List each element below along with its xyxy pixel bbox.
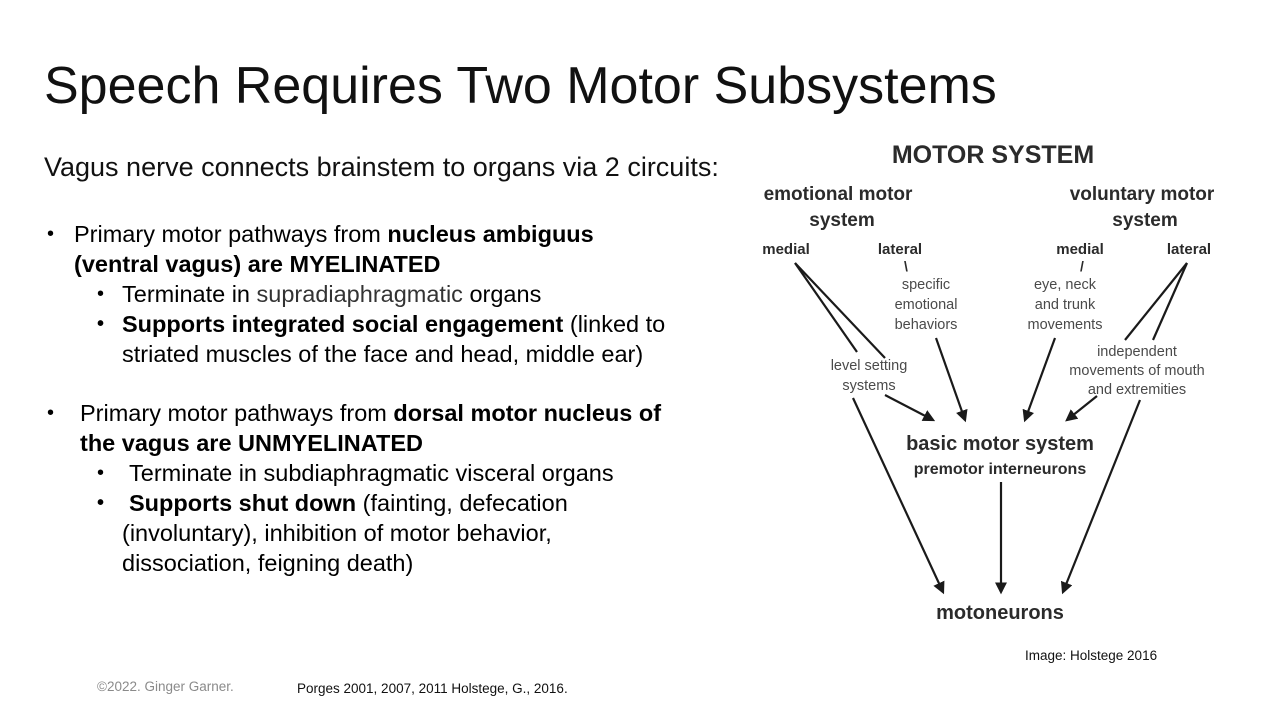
medial-right-label: medial (1056, 241, 1104, 258)
specific-to-basic-arrow (934, 337, 968, 423)
lateral-right-line-1 (1124, 262, 1188, 341)
point-2-sub-1: • Terminate in subdiaphragmatic visceral… (97, 458, 747, 488)
eye-neck-label-3: movements (1028, 317, 1103, 333)
level-setting-label-2: systems (842, 378, 895, 394)
independent-label-2: movements of mouth (1069, 363, 1204, 379)
basic-motor-system-label: basic motor system (906, 433, 1094, 455)
sub-post: organs (462, 281, 542, 307)
specific-label-2: emotional (895, 297, 958, 313)
sub-text: Terminate in subdiaphragmatic visceral o… (129, 460, 614, 486)
point-1-sub-1: • Terminate in supradiaphragmatic organs (97, 279, 747, 309)
intro-text: Vagus nerve connects brainstem to organs… (44, 152, 719, 182)
motoneurons-label: motoneurons (936, 602, 1064, 624)
eye-neck-label-1: eye, neck (1034, 277, 1097, 293)
sub-bold: Supports integrated social engagement (122, 311, 564, 337)
bullet-icon: • (97, 313, 105, 335)
level-to-basic-arrow (884, 394, 936, 422)
motor-system-diagram: MOTOR SYSTEM emotional motor system volu… (762, 141, 1215, 624)
sub-bold: Supports shut down (129, 490, 357, 516)
independent-label-3: and extremities (1088, 382, 1186, 398)
point-1: • Primary motor pathways from nucleus am… (47, 219, 747, 279)
specific-label-3: behaviors (895, 317, 958, 333)
premotor-interneurons-label: premotor interneurons (914, 461, 1087, 478)
diagram-title: MOTOR SYSTEM (892, 141, 1094, 169)
medial-left-line-1 (794, 262, 858, 353)
eye-neck-label-2: and trunk (1035, 297, 1096, 313)
emotional-system-label-2: system (809, 210, 875, 231)
point-2-bold-2: the vagus are UNMYELINATED (80, 430, 423, 456)
level-setting-arrow (852, 397, 945, 595)
voluntary-system-label-2: system (1112, 210, 1178, 231)
bullet-icon: • (97, 492, 105, 514)
emotional-system-label-1: emotional motor (764, 184, 913, 205)
bullet-icon: • (97, 283, 105, 305)
independent-to-motoneurons-arrow (1060, 399, 1142, 595)
sub-pre: Terminate in (122, 281, 257, 307)
voluntary-system-label-1: voluntary motor (1070, 184, 1215, 205)
sub-rest: (fainting, defecation (356, 490, 568, 516)
lateral-left-label: lateral (878, 241, 922, 258)
references-text: Porges 2001, 2007, 2011 Holstege, G., 20… (297, 681, 568, 696)
point-2: • Primary motor pathways from dorsal mot… (47, 398, 767, 458)
medial-left-line-2 (794, 262, 886, 359)
sub-rest: (linked to (563, 311, 666, 337)
eye-to-basic-arrow (1022, 337, 1057, 423)
point-1-sub-2: • Supports integrated social engagement … (97, 309, 757, 369)
independent-to-basic-arrow (1065, 395, 1098, 422)
bullet-icon: • (97, 462, 105, 484)
sub-line-2: striated muscles of the face and head, m… (122, 341, 644, 367)
level-setting-label-1: level setting (831, 358, 908, 374)
image-credit: Image: Holstege 2016 (1025, 648, 1158, 663)
lateral-right-line-2 (1151, 262, 1189, 341)
bullet-icon: • (47, 223, 55, 245)
point-1-bold-2: (ventral vagus) are MYELINATED (74, 251, 441, 277)
lateral-right-label: lateral (1167, 241, 1211, 258)
point-2-bold-1: dorsal motor nucleus of (393, 400, 662, 426)
sub-line-3: dissociation, feigning death) (122, 550, 414, 576)
point-1-bold-1: nucleus ambiguus (387, 221, 594, 247)
point-1-lead: Primary motor pathways from (74, 221, 388, 247)
independent-label-1: independent (1097, 344, 1177, 360)
tick-mark: \ (904, 258, 908, 274)
sub-line-2: (involuntary), inhibition of motor behav… (122, 520, 552, 546)
bullet-icon: • (47, 402, 55, 424)
point-2-sub-2: • Supports shut down (fainting, defecati… (97, 488, 747, 578)
medial-left-label: medial (762, 241, 810, 258)
copyright-text: ©2022. Ginger Garner. (97, 679, 234, 694)
specific-label-1: specific (902, 277, 950, 293)
slide-title: Speech Requires Two Motor Subsystems (44, 57, 997, 115)
point-2-lead: Primary motor pathways from (80, 400, 394, 426)
sub-mid: supradiaphragmatic (256, 281, 463, 307)
tick-mark: / (1080, 258, 1084, 274)
